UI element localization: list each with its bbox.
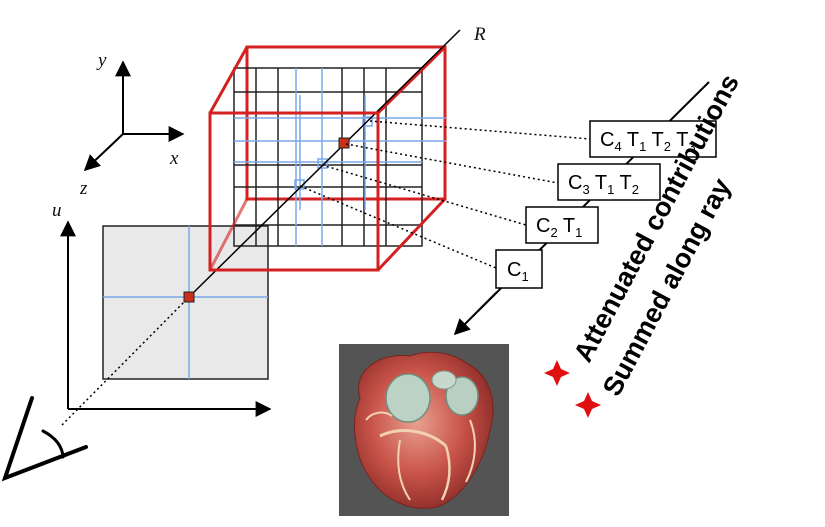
aorta [385, 373, 431, 423]
world-axes [83, 60, 185, 172]
pulmonary-artery [445, 376, 479, 416]
cube-back-face [245, 45, 447, 201]
bullet-star-icon [544, 360, 570, 386]
x-axis-label: x [169, 148, 179, 169]
voxel-grid-blue [234, 68, 446, 246]
ray-label: R [473, 24, 486, 45]
summation-arrow [453, 292, 497, 336]
voxel-grid-dark [233, 67, 423, 247]
bullet-star-icon [575, 392, 601, 418]
viewing-ray [188, 29, 461, 298]
contribution-box-3: C3 T1 T2 [557, 163, 661, 201]
cube-edges [208, 45, 447, 272]
contribution-box-1: C1 [495, 249, 543, 289]
contribution-box-4: C4 T1 T2 T3 [589, 120, 717, 158]
contribution-label-1: C1 [507, 259, 529, 284]
z-axis-label: z [79, 178, 88, 199]
contribution-label-3: C3 T1 T2 [568, 172, 639, 197]
image-plane-axes [60, 220, 272, 417]
rendered-heart-image [339, 344, 509, 516]
contribution-box-2: C2 T1 [525, 206, 599, 244]
u-axis-label: u [52, 200, 62, 221]
y-axis-label: y [96, 50, 107, 71]
volume-cube [208, 45, 447, 272]
contribution-label-4: C4 T1 T2 T3 [600, 129, 696, 154]
cube-front-face [208, 111, 380, 272]
volume-sample-point [338, 137, 350, 149]
eye-icon [1, 396, 88, 482]
leader-lines [299, 120, 591, 269]
viewing-ray-dotted [61, 296, 190, 426]
contribution-label-2: C2 T1 [536, 215, 582, 240]
image-plane-sample-point [183, 291, 195, 303]
